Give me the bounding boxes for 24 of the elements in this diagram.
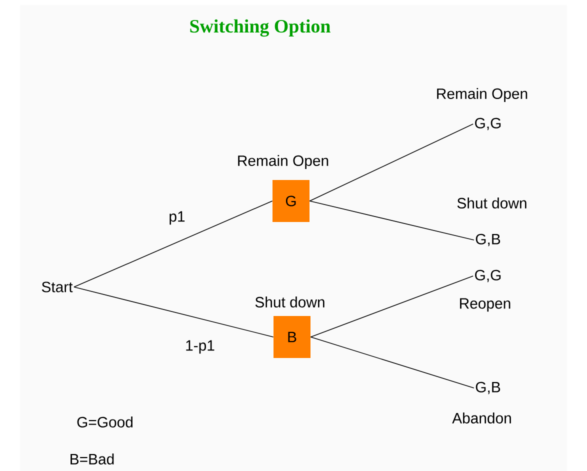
action-label: Shut down: [255, 296, 324, 308]
branch-line: [310, 276, 474, 338]
title: Switching Option: [190, 19, 330, 37]
branch-line: [310, 336, 474, 388]
node-label: G,B: [476, 234, 500, 246]
probability-label: p1: [170, 211, 185, 225]
probability-label: 1-p1: [186, 340, 214, 354]
state-box: G: [272, 180, 310, 222]
branch-line: [309, 200, 474, 240]
node-label: G,B: [476, 382, 500, 394]
branch-line: [74, 200, 273, 288]
key-label: G=Good: [77, 416, 132, 428]
key-label: B=Bad: [70, 454, 114, 464]
start-label: Start: [42, 282, 73, 292]
action-label: Shut down: [457, 198, 526, 208]
action-label: Abandon: [452, 412, 511, 424]
node-label: G,G: [475, 270, 501, 282]
action-label: Reopen: [460, 298, 510, 312]
action-label: Remain Open: [238, 155, 328, 169]
branch-line: [309, 124, 474, 202]
branch-line: [74, 286, 274, 338]
action-label: Remain Open: [437, 88, 528, 102]
state-box: B: [274, 316, 310, 358]
node-label: G,G: [475, 118, 501, 130]
